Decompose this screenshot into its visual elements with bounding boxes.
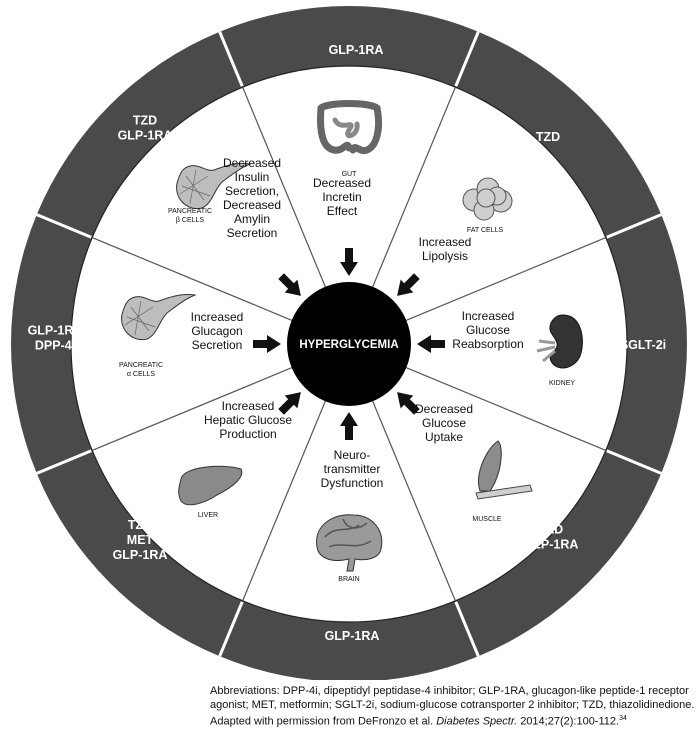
sector-divider <box>372 401 456 602</box>
drug-label-alpha: GLP-1RA <box>28 324 83 338</box>
reference-number: 34 <box>619 715 627 722</box>
mechanism-brain: transmitter <box>324 462 381 476</box>
drug-label-brain: GLP-1RA <box>325 629 380 643</box>
ominous-octet-diagram: GLP-1RADecreasedIncretinEffectGUTTZDIncr… <box>11 6 687 680</box>
mechanism-gut: Effect <box>327 204 358 218</box>
mechanism-beta: Amylin <box>234 212 270 226</box>
mechanism-brain: Dysfunction <box>321 476 384 490</box>
mechanism-muscle: Uptake <box>425 430 463 444</box>
fat-cells-icon <box>462 177 513 221</box>
drug-label-beta: TZD <box>133 114 157 128</box>
drug-label-fat: TZD <box>536 130 560 144</box>
inward-arrow <box>417 335 445 353</box>
drug-label-liver: TZD <box>128 518 152 532</box>
ring-divider <box>454 31 480 87</box>
mechanism-kidney: Glucose <box>466 323 510 337</box>
sector-divider <box>91 237 292 321</box>
arrows <box>253 248 445 440</box>
mechanism-gut: Incretin <box>322 190 361 204</box>
inward-arrow <box>397 273 420 296</box>
ring-divider <box>454 601 480 657</box>
pancreas-beta-icon <box>176 163 252 210</box>
hyperglycemia-label: HYPERGLYCEMIA <box>299 339 398 351</box>
sector-divider <box>242 86 326 287</box>
inward-arrow <box>340 412 358 440</box>
drug-label-alpha: DPP-4i <box>35 339 75 353</box>
drug-label-muscle: GLP-1RA <box>524 538 579 552</box>
mechanism-fat: Lipolysis <box>422 249 468 263</box>
inward-arrow <box>397 392 420 415</box>
mechanism-muscle: Decreased <box>415 402 473 416</box>
ring-divider <box>218 601 244 657</box>
mechanism-beta: Secretion <box>227 226 278 240</box>
source-text: Adapted with permission from DeFronzo et… <box>210 712 700 729</box>
inward-arrow <box>340 248 358 276</box>
brain-icon <box>316 514 383 572</box>
organ-label-alpha: α CELLS <box>127 371 156 378</box>
mechanism-fat: Increased <box>419 235 472 249</box>
organ-label-beta: PANCREATIC <box>168 208 212 215</box>
inward-arrow <box>253 335 281 353</box>
citation-text: 2014;27(2):100-112. <box>517 715 620 728</box>
muscle-icon <box>475 440 533 500</box>
organ-label-alpha: PANCREATIC <box>119 362 163 369</box>
ring-divider <box>36 449 92 475</box>
mechanism-liver: Production <box>219 427 276 441</box>
drug-label-kidney: SGLT-2i <box>620 338 666 352</box>
gut-icon <box>317 100 383 155</box>
ring-divider <box>218 31 244 87</box>
mechanism-alpha: Secretion <box>192 338 243 352</box>
ring-divider <box>606 213 662 239</box>
mechanism-beta: Decreased <box>223 198 281 212</box>
organ-label-muscle: MUSCLE <box>472 516 502 523</box>
sector-dividers <box>36 31 662 657</box>
inward-arrow <box>278 273 301 296</box>
organ-label-beta: β CELLS <box>176 217 204 224</box>
organ-label-gut: GUT <box>342 171 358 178</box>
source-prefix: Adapted with permission from DeFronzo et… <box>210 715 437 728</box>
center-hub: HYPERGLYCEMIA <box>287 282 411 406</box>
sector-divider <box>91 367 292 451</box>
pancreas-alpha-icon <box>121 294 197 341</box>
organ-label-liver: LIVER <box>198 512 218 519</box>
mechanism-liver: Hepatic Glucose <box>204 413 292 427</box>
sector-divider <box>406 237 607 321</box>
hyperglycemia-circle <box>287 282 411 406</box>
mechanism-alpha: Increased <box>191 310 244 324</box>
sector-divider <box>372 86 456 287</box>
mechanism-beta: Secretion, <box>225 184 279 198</box>
mechanism-kidney: Increased <box>462 309 515 323</box>
drug-label-muscle: TZD <box>539 523 563 537</box>
drug-label-beta: GLP-1RA <box>118 129 173 143</box>
organ-label-kidney: KIDNEY <box>549 380 575 387</box>
ring-divider <box>36 213 92 239</box>
journal-name: Diabetes Spectr. <box>436 715 518 728</box>
inward-arrow <box>278 392 301 415</box>
liver-icon <box>178 465 243 506</box>
ring-divider <box>606 449 662 475</box>
sector-divider <box>242 401 326 602</box>
sector-labels: GLP-1RADecreasedIncretinEffectGUTTZDIncr… <box>28 43 667 643</box>
organ-label-fat: FAT CELLS <box>467 227 504 234</box>
mechanism-muscle: Glucose <box>422 416 466 430</box>
mechanism-alpha: Glucagon <box>191 324 242 338</box>
mechanism-beta: Decreased <box>223 156 281 170</box>
organ-icons <box>121 100 583 572</box>
mechanism-beta: Insulin <box>235 170 270 184</box>
figure-caption: Abbreviations: DPP-4i, dipeptidyl peptid… <box>210 684 700 729</box>
mechanism-liver: Increased <box>222 399 275 413</box>
organ-label-brain: BRAIN <box>338 576 359 583</box>
drug-label-liver: GLP-1RA <box>113 548 168 562</box>
sector-divider <box>406 367 607 451</box>
abbreviations-text: Abbreviations: DPP-4i, dipeptidyl peptid… <box>210 685 695 711</box>
mechanism-kidney: Reabsorption <box>452 337 523 351</box>
kidney-icon <box>536 314 583 369</box>
mechanism-brain: Neuro- <box>334 448 371 462</box>
drug-label-liver: MET <box>127 533 154 547</box>
mechanism-gut: Decreased <box>313 176 371 190</box>
drug-label-gut: GLP-1RA <box>329 43 384 57</box>
